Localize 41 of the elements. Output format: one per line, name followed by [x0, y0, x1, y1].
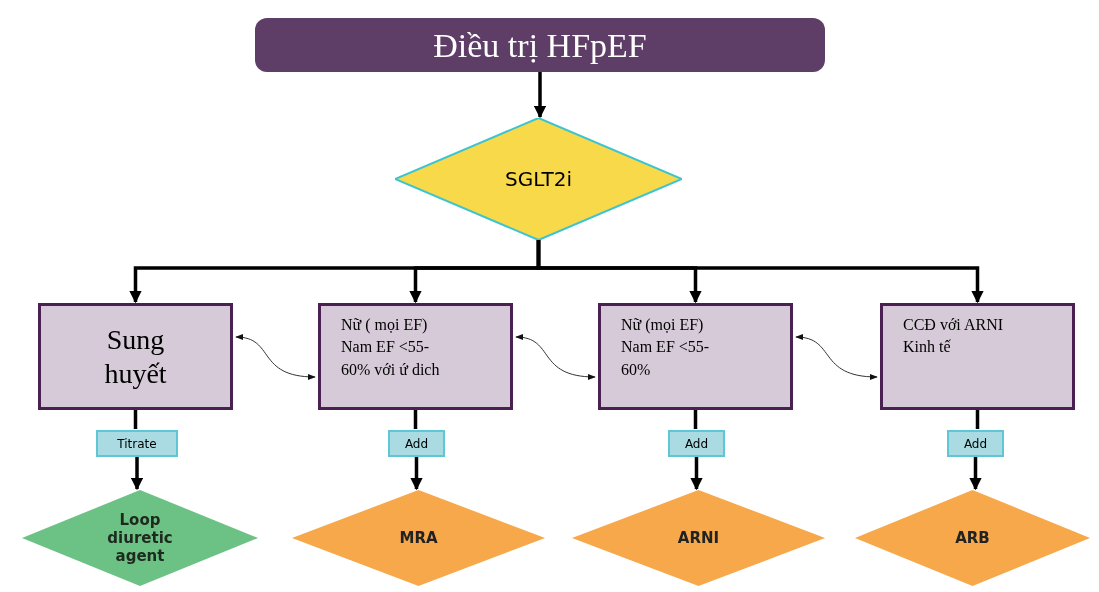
curved-arrow — [515, 334, 596, 380]
node-label: Titrate — [117, 435, 157, 453]
curved-arrow — [235, 334, 316, 380]
start-box — [255, 18, 825, 72]
step-tag — [668, 430, 725, 457]
node-label: MRA — [399, 527, 438, 549]
connector-line — [975, 410, 980, 429]
connector-line — [413, 410, 418, 429]
arrow — [536, 240, 984, 304]
node-label: Điều trị HFpEF — [433, 25, 647, 66]
arrow — [690, 457, 703, 491]
connector-line — [693, 410, 698, 429]
node-label: Add — [404, 435, 429, 453]
node-label: Sung huyết — [103, 322, 168, 391]
arrow — [410, 457, 423, 491]
decision-diamond — [395, 118, 682, 240]
node-label: Add — [684, 435, 709, 453]
node-label: SGLT2i — [504, 166, 573, 193]
result-diamond — [855, 490, 1090, 586]
node-label: CCĐ với ARNI Kinh tế — [903, 315, 1005, 358]
node-label: Nữ (mọi EF) Nam EF <55-60% — [621, 315, 711, 380]
node-label: Loop diuretic agent — [106, 511, 174, 565]
node-label: ARB — [955, 527, 990, 549]
process-box — [880, 303, 1075, 410]
node-label: Add — [963, 435, 988, 453]
connector-line — [133, 410, 138, 429]
result-diamond — [22, 490, 258, 586]
step-tag — [96, 430, 178, 457]
result-diamond — [572, 490, 825, 586]
step-tag — [947, 430, 1004, 457]
node-label: ARNI — [677, 527, 720, 549]
process-box — [318, 303, 513, 410]
result-diamond — [292, 490, 545, 586]
step-tag — [388, 430, 445, 457]
curved-arrow — [795, 334, 878, 380]
arrow — [130, 457, 144, 491]
arrow — [533, 72, 547, 119]
arrow — [969, 457, 982, 491]
process-box — [38, 303, 233, 410]
process-box — [598, 303, 793, 410]
node-label: Nữ ( mọi EF) Nam EF <55-60% với ứ dich — [341, 315, 441, 380]
